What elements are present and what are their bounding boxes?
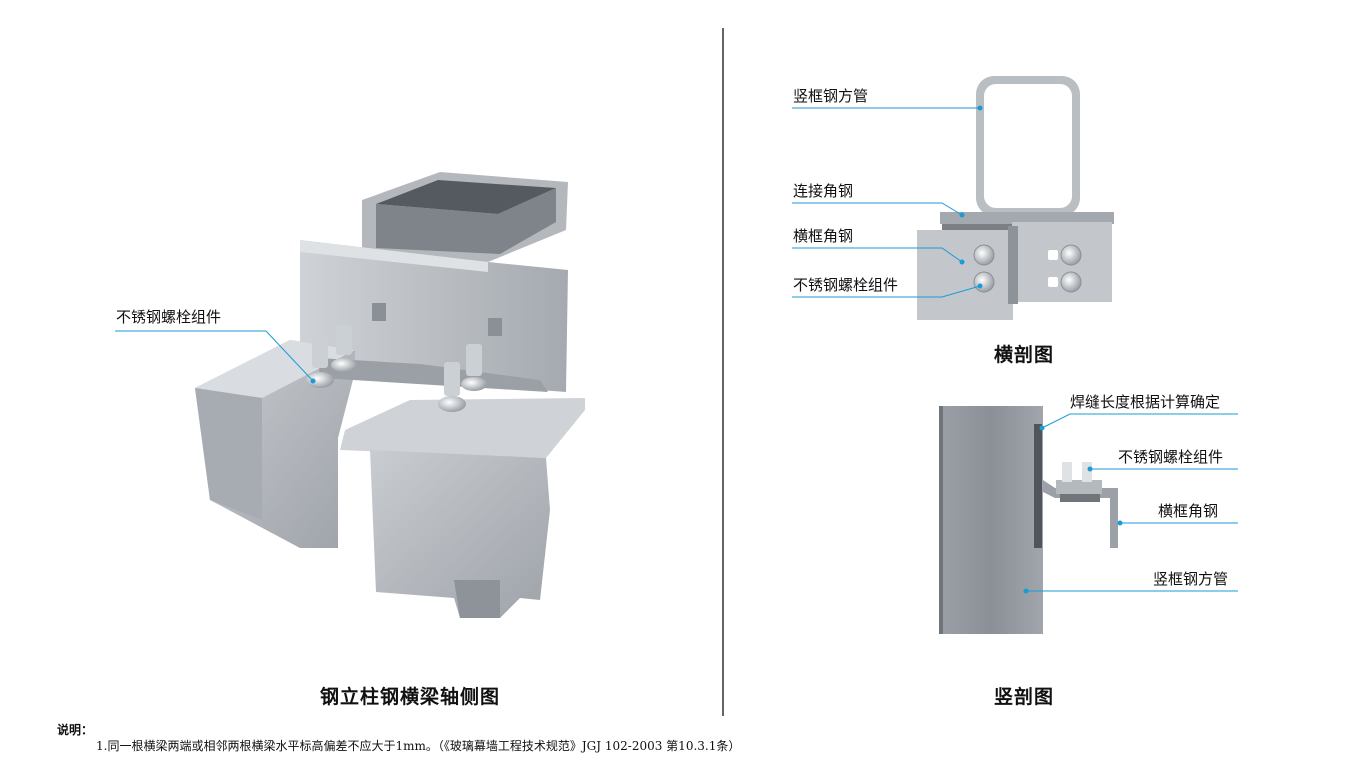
notes-title: 说明： bbox=[57, 723, 94, 737]
notes-item: 1.同一根横梁两端或相邻两根横梁水平标高偏差不应大于1mm。（《玻璃幕墙工程技术… bbox=[96, 739, 741, 753]
callout-frame-angle: 横框角钢 bbox=[793, 227, 854, 245]
callout-square-pipe: 竖框钢方管 bbox=[793, 87, 869, 105]
callout-connection-angle: 连接角钢 bbox=[793, 182, 854, 200]
caption-cross-section: 横剖图 bbox=[994, 344, 1055, 366]
cross-section-drawing bbox=[792, 76, 1114, 320]
caption-vertical-section: 竖剖图 bbox=[994, 686, 1055, 708]
bolt-group-right bbox=[438, 344, 487, 412]
callout-bolt-assembly-vertical: 不锈钢螺栓组件 bbox=[1118, 448, 1224, 466]
bolt-group-left bbox=[306, 325, 357, 388]
caption-isometric: 钢立柱钢横梁轴侧图 bbox=[320, 686, 501, 708]
callout-bolt-assembly-left: 不锈钢螺栓组件 bbox=[116, 308, 222, 326]
isometric-drawing bbox=[115, 172, 585, 618]
callout-frame-angle-vertical: 横框角钢 bbox=[1158, 502, 1219, 520]
vertical-section-drawing bbox=[939, 406, 1238, 634]
callout-bolt-assembly-cross: 不锈钢螺栓组件 bbox=[793, 276, 899, 294]
callout-square-pipe-vertical: 竖框钢方管 bbox=[1153, 570, 1229, 588]
callout-weld-length: 焊缝长度根据计算确定 bbox=[1070, 393, 1221, 411]
